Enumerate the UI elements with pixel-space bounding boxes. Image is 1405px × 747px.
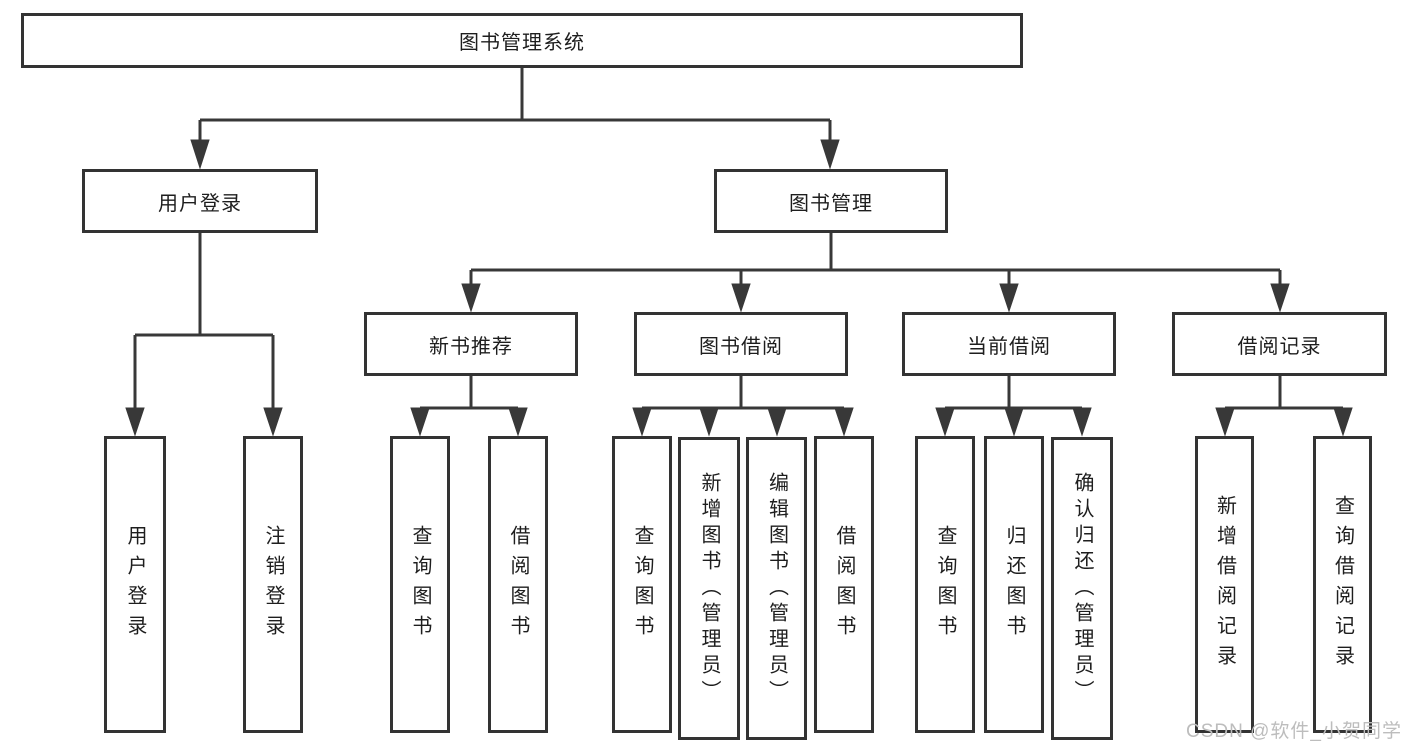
leaf-query-borrow-record: 查询借阅记录 [1313,436,1372,733]
node-book-borrow: 图书借阅 [634,312,848,376]
node-book-management-system: 图书管理系统 [21,13,1023,68]
leaf-current-query-books: 查询图书 [915,436,975,733]
leaf-user-login: 用户登录 [104,436,166,733]
node-borrow-records: 借阅记录 [1172,312,1387,376]
leaf-return-books: 归还图书 [984,436,1044,733]
node-new-book-recommend: 新书推荐 [364,312,578,376]
leaf-recommend-query-books: 查询图书 [390,436,450,733]
leaf-logout-login: 注销登录 [243,436,303,733]
leaf-add-borrow-record: 新增借阅记录 [1195,436,1254,733]
leaf-recommend-borrow-books: 借阅图书 [488,436,548,733]
leaf-edit-books-admin: 编辑图书（管理员） [746,437,807,740]
leaf-add-books-admin: 新增图书（管理员） [678,437,740,740]
node-book-management: 图书管理 [714,169,948,233]
watermark: CSDN @软件_小贺同学 [1186,721,1402,742]
leaf-confirm-return-admin: 确认归还（管理员） [1051,437,1113,740]
leaf-borrow-query-books: 查询图书 [612,436,672,733]
node-user-login: 用户登录 [82,169,318,233]
node-current-borrow: 当前借阅 [902,312,1116,376]
leaf-borrow-borrow-books: 借阅图书 [814,436,874,733]
